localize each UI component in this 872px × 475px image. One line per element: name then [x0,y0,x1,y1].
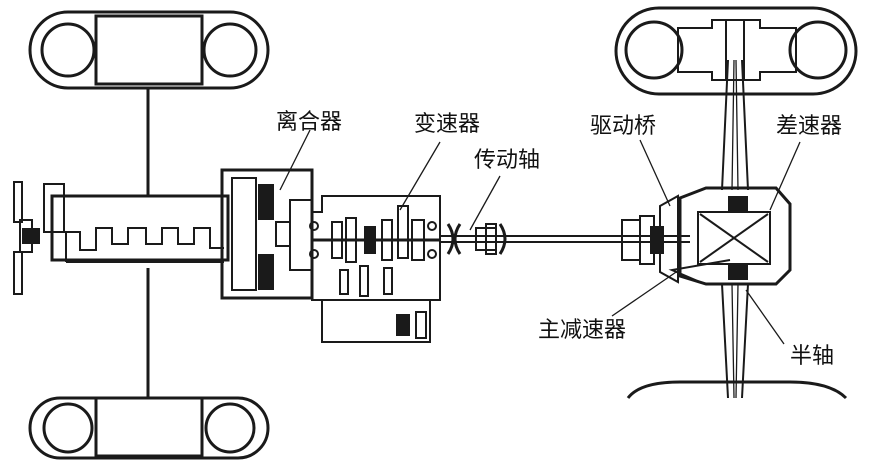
leader-differential [769,141,801,211]
clutch-housing [220,168,314,300]
engine [43,183,230,263]
leader-transmission [399,141,441,211]
leader-half-shaft [745,289,785,345]
transmission-case [309,195,441,343]
leader-drive-shaft [469,175,501,231]
differential [668,186,792,286]
leader-final-drive [611,267,683,317]
final-drive [621,194,679,284]
label-drive-shaft: 传动轴 [474,148,541,173]
fan [13,181,40,295]
leader-clutch [279,129,311,191]
label-transmission: 变速器 [414,112,481,137]
drive-shaft [440,223,690,255]
label-final-drive: 主减速器 [538,318,627,343]
rear-left-wheel [614,6,858,96]
label-clutch: 离合器 [276,110,343,135]
half-shaft-lower [721,283,749,399]
front-left-wheel [28,10,270,90]
label-half-shaft: 半轴 [790,344,835,369]
leader-drive-axle [639,139,671,207]
half-shaft-upper [721,59,749,191]
front-right-wheel [28,396,270,460]
label-differential: 差速器 [776,114,843,139]
rear-right-wheel [626,380,848,400]
label-drive-axle: 驱动桥 [590,114,657,139]
